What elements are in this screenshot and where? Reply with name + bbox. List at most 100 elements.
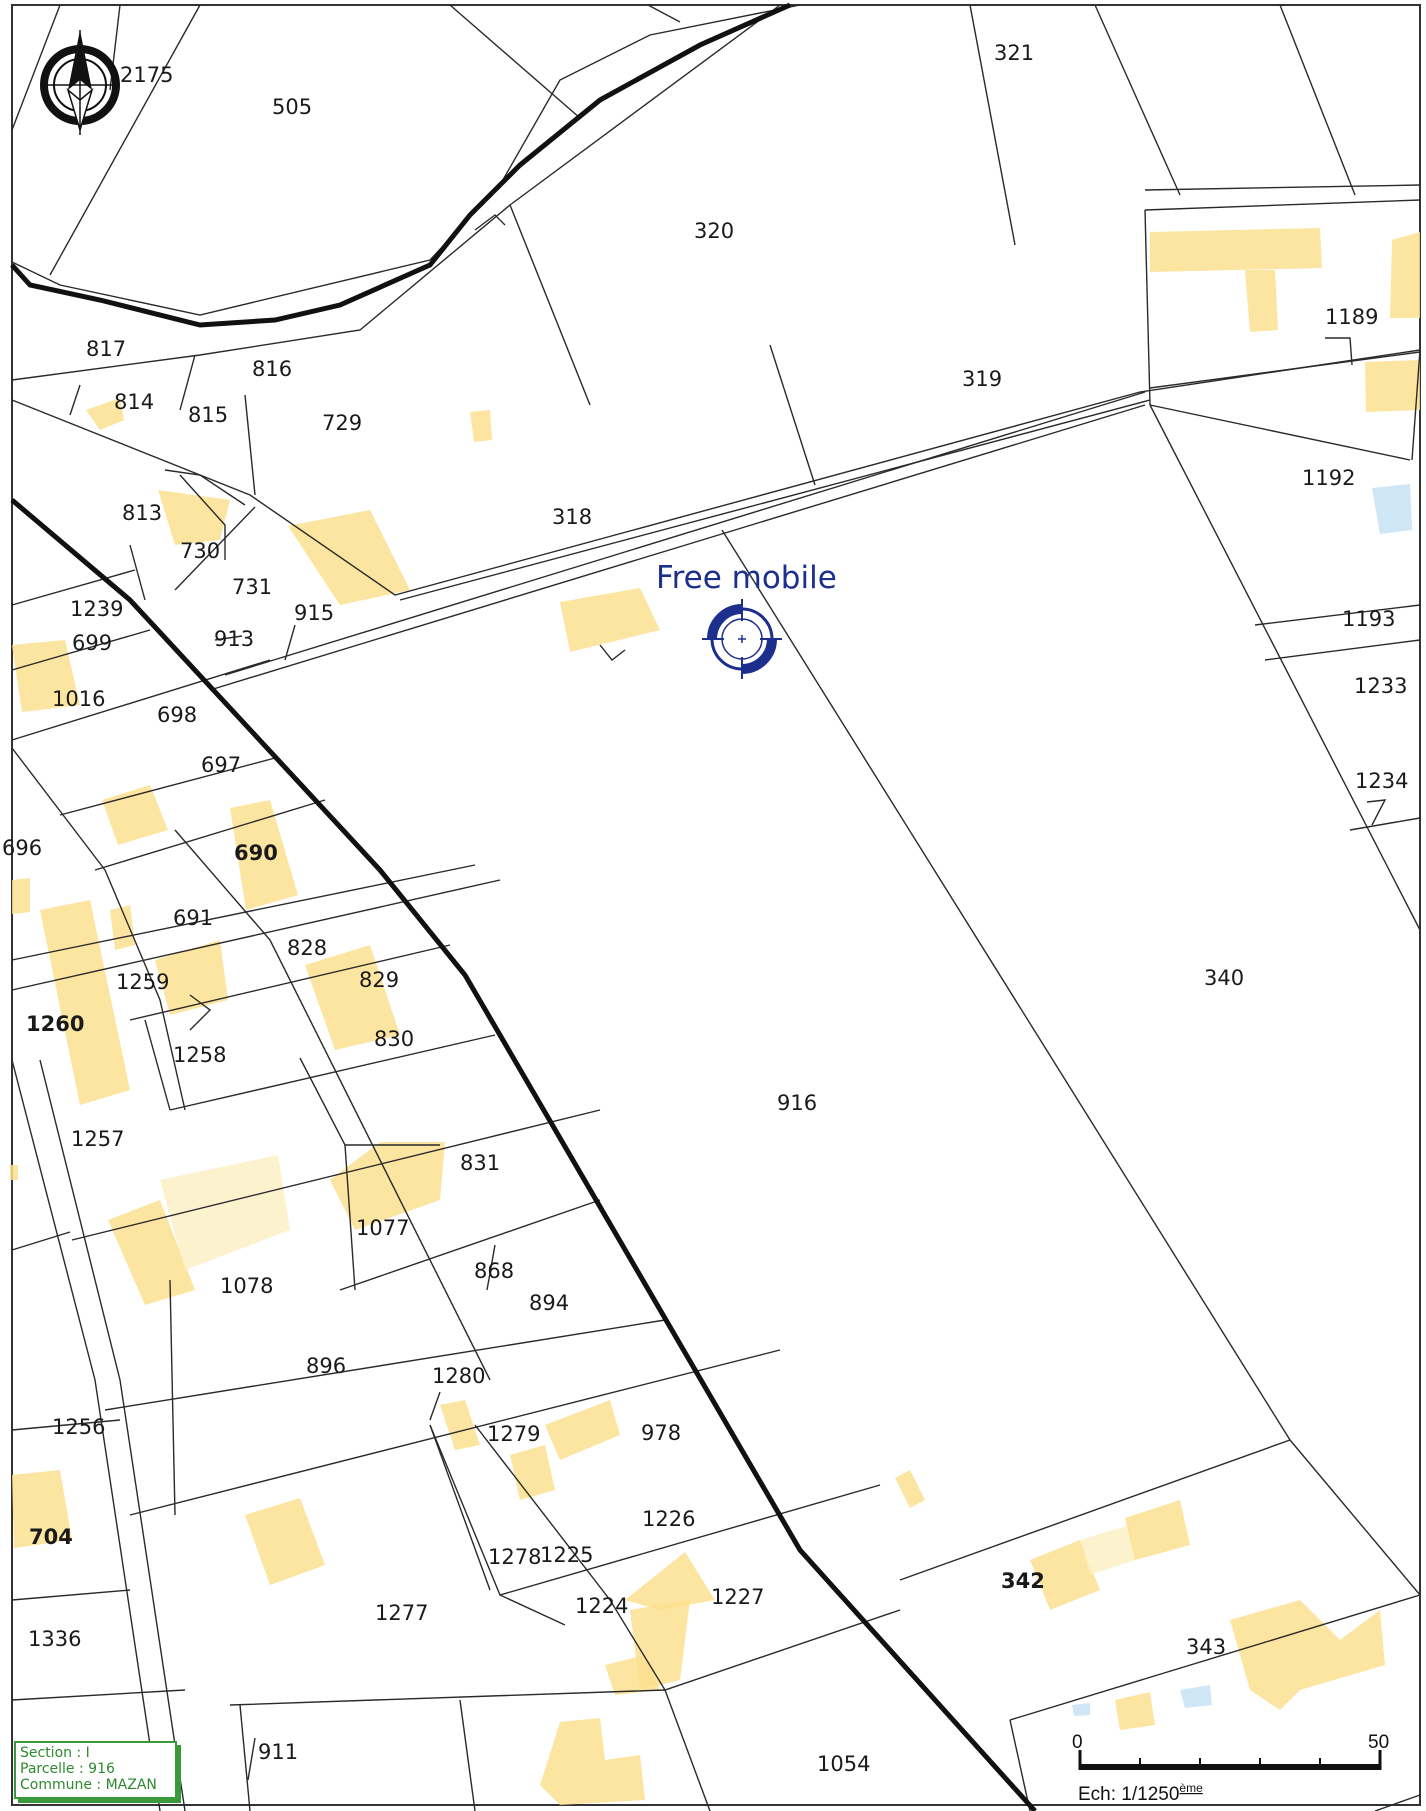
building [288, 510, 410, 605]
building [230, 800, 298, 910]
parcel-label: 342 [1001, 1569, 1045, 1593]
parcel-label: 1226 [642, 1507, 695, 1531]
building [245, 1498, 325, 1585]
parcel-label: 1193 [1342, 607, 1395, 631]
commune-info: Commune : MAZAN [20, 1777, 157, 1793]
parcel-label: 1227 [711, 1585, 764, 1609]
section-info: Section : I [20, 1745, 90, 1761]
parcel-label: 916 [777, 1091, 817, 1115]
site-label: Free mobile [656, 560, 837, 596]
building [1080, 1525, 1135, 1575]
parcel-label: 699 [72, 631, 112, 655]
building [895, 1470, 925, 1508]
parcel-label: 915 [294, 601, 334, 625]
parcelle-info: Parcelle : 916 [20, 1761, 115, 1777]
parcel-label: 730 [180, 539, 220, 563]
parcel-label: 829 [359, 968, 399, 992]
parcel-label: 340 [1204, 966, 1244, 990]
building [440, 1400, 480, 1450]
parcel-label: 1078 [220, 1274, 273, 1298]
parcel-label: 319 [962, 367, 1002, 391]
building [625, 1552, 715, 1610]
site-target-marker-icon [702, 599, 782, 679]
building [1230, 1600, 1385, 1710]
parcel-label: 830 [374, 1027, 414, 1051]
parcel-label: 698 [157, 703, 197, 727]
parcel-label: 1016 [52, 687, 105, 711]
scale-bar-track [1080, 1764, 1380, 1770]
building [12, 640, 80, 712]
parcel-label: 697 [201, 753, 241, 777]
building [1365, 360, 1420, 412]
parcel-label: 1260 [26, 1012, 84, 1036]
building [545, 1400, 620, 1460]
building [1180, 1685, 1212, 1708]
parcel-label: 1189 [1325, 305, 1378, 329]
parcel-label: 815 [188, 403, 228, 427]
parcel-boundaries [11, 4, 1421, 1811]
parcel-label: 816 [252, 357, 292, 381]
parcel-label: 704 [29, 1525, 73, 1549]
main-roads [10, 2, 1037, 1811]
parcel-links [189, 214, 1387, 1781]
scale-caption-text: Ech: 1/1250 [1078, 1784, 1179, 1805]
side-road [11, 1059, 186, 1811]
map-frame [11, 4, 1421, 1806]
parcel-label: 691 [173, 906, 213, 930]
parcel-label: 1225 [540, 1543, 593, 1567]
building [1030, 1540, 1100, 1610]
parcel-label: 894 [529, 1291, 569, 1315]
parcel-label: 1239 [70, 597, 123, 621]
parcel-label: 696 [2, 836, 42, 860]
building [1125, 1500, 1190, 1560]
parcel-label: 1277 [375, 1601, 428, 1625]
building [1150, 228, 1322, 272]
parcel-label: 1234 [1355, 769, 1408, 793]
parcel-label: 868 [474, 1259, 514, 1283]
building [86, 398, 124, 430]
parcel-label: 2175 [120, 63, 173, 87]
building [540, 1718, 645, 1805]
parcel-label: 1280 [432, 1364, 485, 1388]
building [158, 490, 230, 545]
parcel-label: 913 [214, 627, 254, 651]
building [1115, 1692, 1155, 1730]
building [330, 1142, 445, 1230]
scale-bar: 0 50 Ech: 1/1250ème [1072, 1732, 1389, 1805]
parcel-label: 814 [114, 390, 154, 414]
parcel-label: 896 [306, 1354, 346, 1378]
building [1072, 1703, 1090, 1716]
building [1372, 484, 1412, 534]
parcel-label: 320 [694, 219, 734, 243]
parcel-label: 729 [322, 411, 362, 435]
building [155, 940, 228, 1015]
building [305, 945, 400, 1050]
building [12, 1470, 72, 1548]
parcel-label: 817 [86, 337, 126, 361]
parcel-label: 1259 [116, 970, 169, 994]
parcel-info-box: Section : I Parcelle : 916 Commune : MAZ… [14, 1741, 177, 1799]
parcel-label: 813 [122, 501, 162, 525]
scale-caption-suffix: ème [1179, 1781, 1203, 1795]
parcel-label: 1224 [575, 1594, 628, 1618]
building [1245, 270, 1278, 332]
compass-north-arrow-icon [40, 30, 120, 135]
parcel-label: 1233 [1354, 674, 1407, 698]
building [510, 1445, 555, 1500]
parcel-label: 343 [1186, 1635, 1226, 1659]
parcel-labels: 2175 505 321 320 1189 817 816 814 815 72… [2, 41, 1408, 1776]
scale-caption: Ech: 1/1250ème [1078, 1781, 1203, 1805]
building [470, 410, 492, 442]
parcel-label: 831 [460, 1151, 500, 1175]
parcel-label: 1256 [52, 1415, 105, 1439]
parcel-label: 911 [258, 1740, 298, 1764]
building [560, 588, 660, 652]
parcel-label: 1192 [1302, 466, 1355, 490]
parcel-label: 1258 [173, 1043, 226, 1067]
scale-end-label: 50 [1368, 1732, 1389, 1753]
building [160, 1155, 290, 1270]
parcel-label: 731 [232, 575, 272, 599]
parcel-label: 1257 [71, 1127, 124, 1151]
parcel-label: 1077 [356, 1216, 409, 1240]
building [12, 878, 30, 914]
